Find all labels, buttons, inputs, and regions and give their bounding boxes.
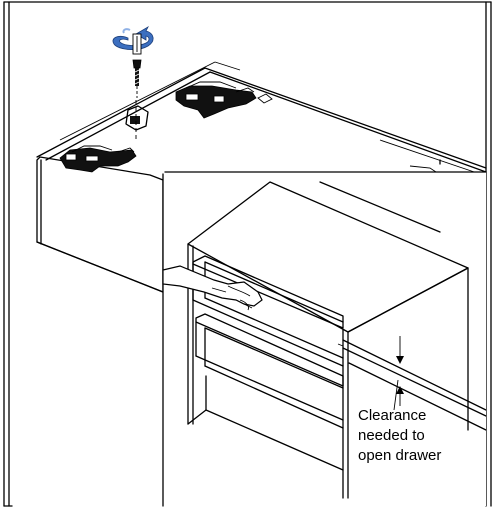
top-drawer	[192, 255, 344, 367]
rear-hook-bracket	[125, 100, 149, 140]
cabinet-inset: Clearance needed to open drawer	[162, 171, 487, 507]
callout-line-1: Clearance	[358, 407, 426, 424]
clearance-callout: Clearance needed to open drawer	[358, 407, 441, 464]
left-locking-device	[59, 145, 137, 173]
hand-illustration	[162, 265, 263, 311]
lower-drawer	[195, 313, 344, 429]
rotate-arrow-icon	[112, 25, 154, 55]
callout-line-2: needed to	[358, 427, 425, 444]
drawer-box	[36, 61, 487, 293]
right-locking-device	[175, 81, 257, 119]
clearance-indicator	[342, 336, 487, 431]
callout-line-3: open drawer	[358, 447, 441, 464]
screw-icon	[132, 59, 142, 98]
